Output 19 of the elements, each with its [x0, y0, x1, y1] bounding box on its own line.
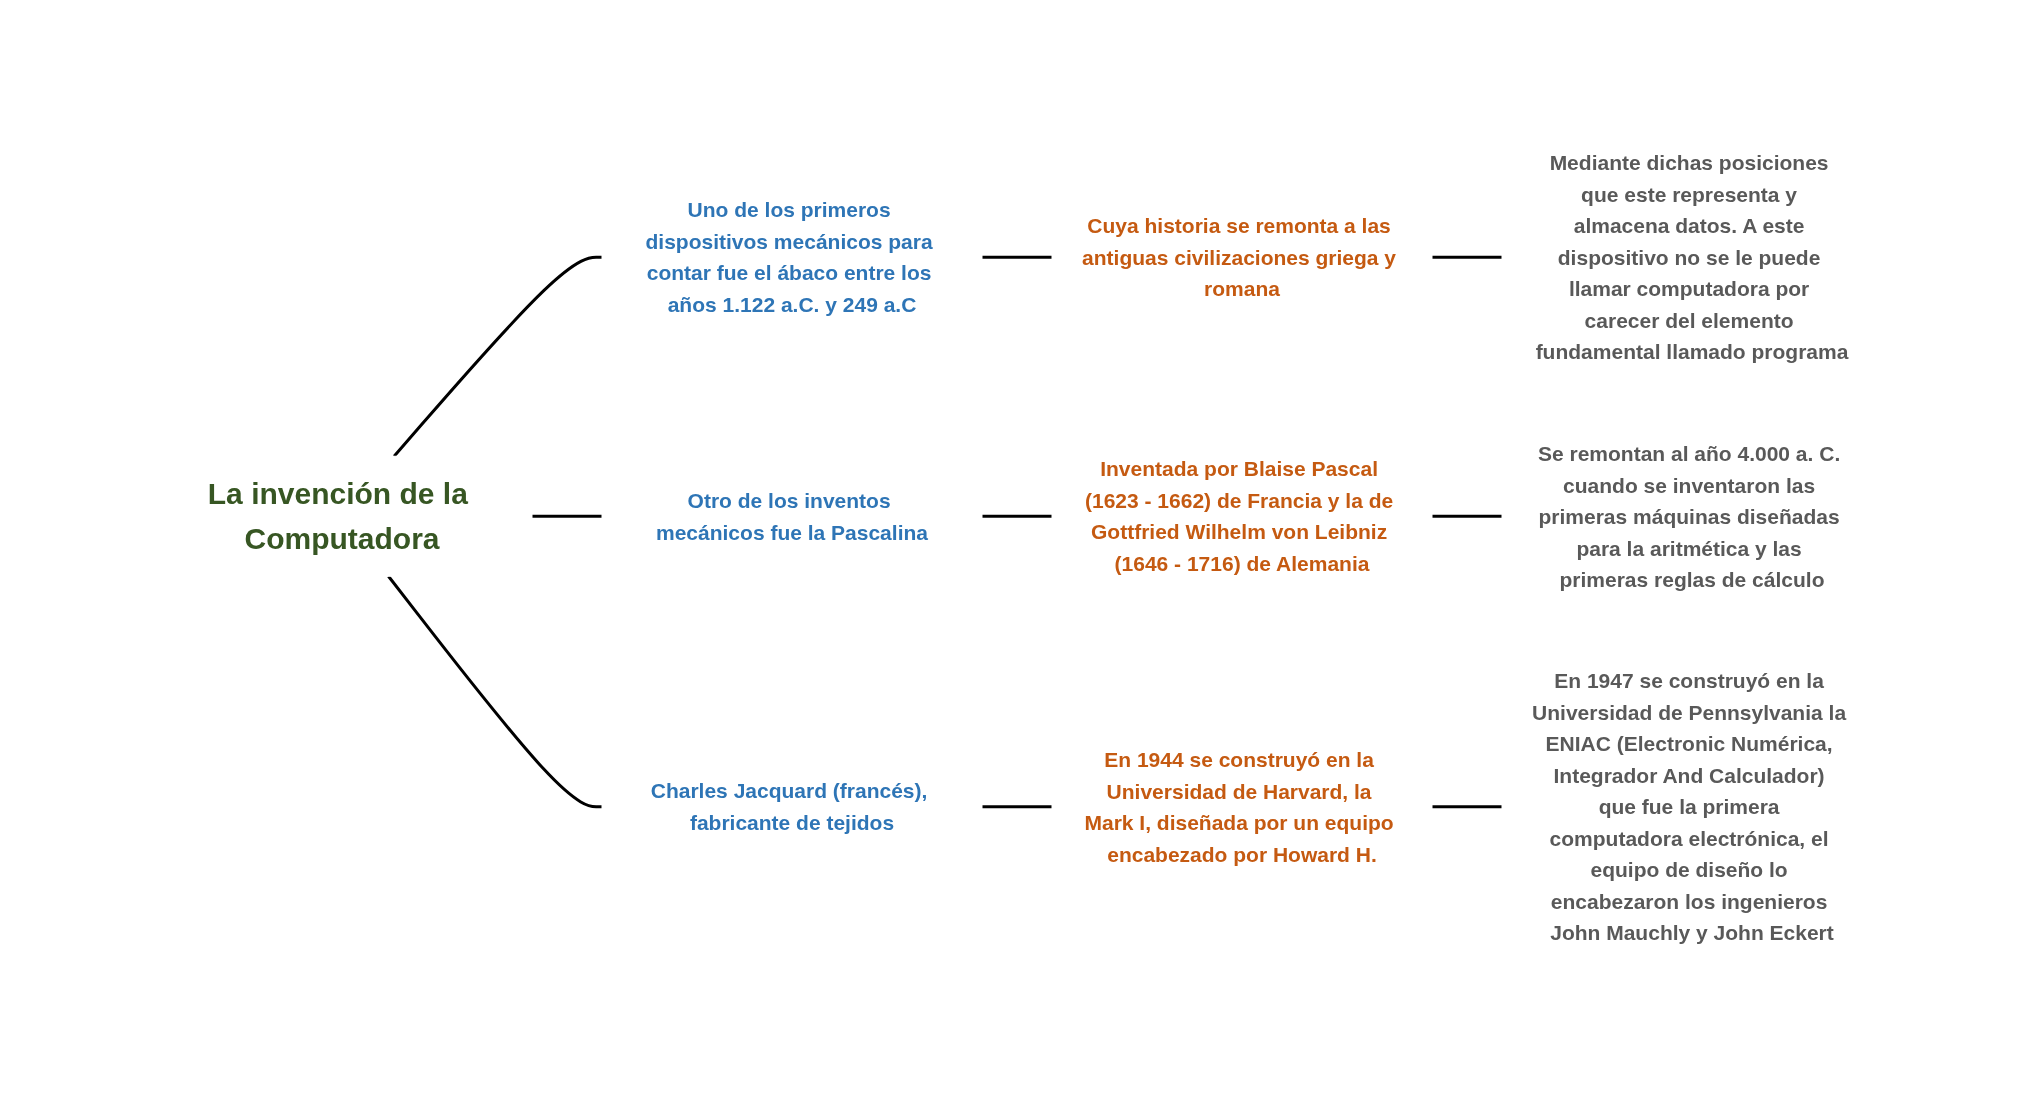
connector [1432, 515, 1502, 518]
connector [982, 515, 1052, 518]
node-text: Inventada por Blaise Pascal (1623 - 1662) de Francia y la de Gottfried Wilhelm von Leibniz (1646 - 1716) de Alemania [1085, 457, 1394, 575]
node-text: Mediante dichas posiciones que este representa y almacena datos. A este dispositivo no se le puede llamar computadora por carecer del elemento fundamental llamado programa [1535, 151, 1849, 364]
node-text: Charles Jacquard (francés), fabricante de tejidos [650, 779, 928, 834]
connector [532, 515, 602, 518]
connector [982, 805, 1052, 809]
node-text: En 1944 se construyó en la Universidad de Harvard, la Mark I, diseñada por un equipo encabezado por Howard H. [1084, 748, 1394, 866]
node-text: En 1947 se construyó en la Universidad de Pennsylvania la ENIAC (Electronic Numérica, Integrador And Calculador) que fue la primera computadora electrónica, el equipo de diseño lo encabezaron los ingenieros John Mauchly y John Eckert [1532, 669, 1847, 945]
connector [387, 575, 602, 809]
node-text: Uno de los primeros dispositivos mecánicos para contar fue el ábaco entre los años 1.122 a.C. y 249 a.C [645, 198, 933, 316]
node-text: La invención de la Computadora [207, 477, 468, 556]
node-text: Se remontan al año 4.000 a. C. cuando se inventaron las primeras máquinas diseñadas para la aritmética y las primeras reglas de cálculo [1537, 441, 1841, 591]
connector [982, 256, 1052, 259]
connector [1432, 805, 1502, 809]
node-text: Cuya historia se remonta a las antiguas civilizaciones griega y romana [1082, 214, 1397, 301]
connector [393, 256, 602, 458]
node-text: Otro de los inventos mecánicos fue la Pascalina [656, 489, 928, 544]
connector [1432, 256, 1502, 259]
